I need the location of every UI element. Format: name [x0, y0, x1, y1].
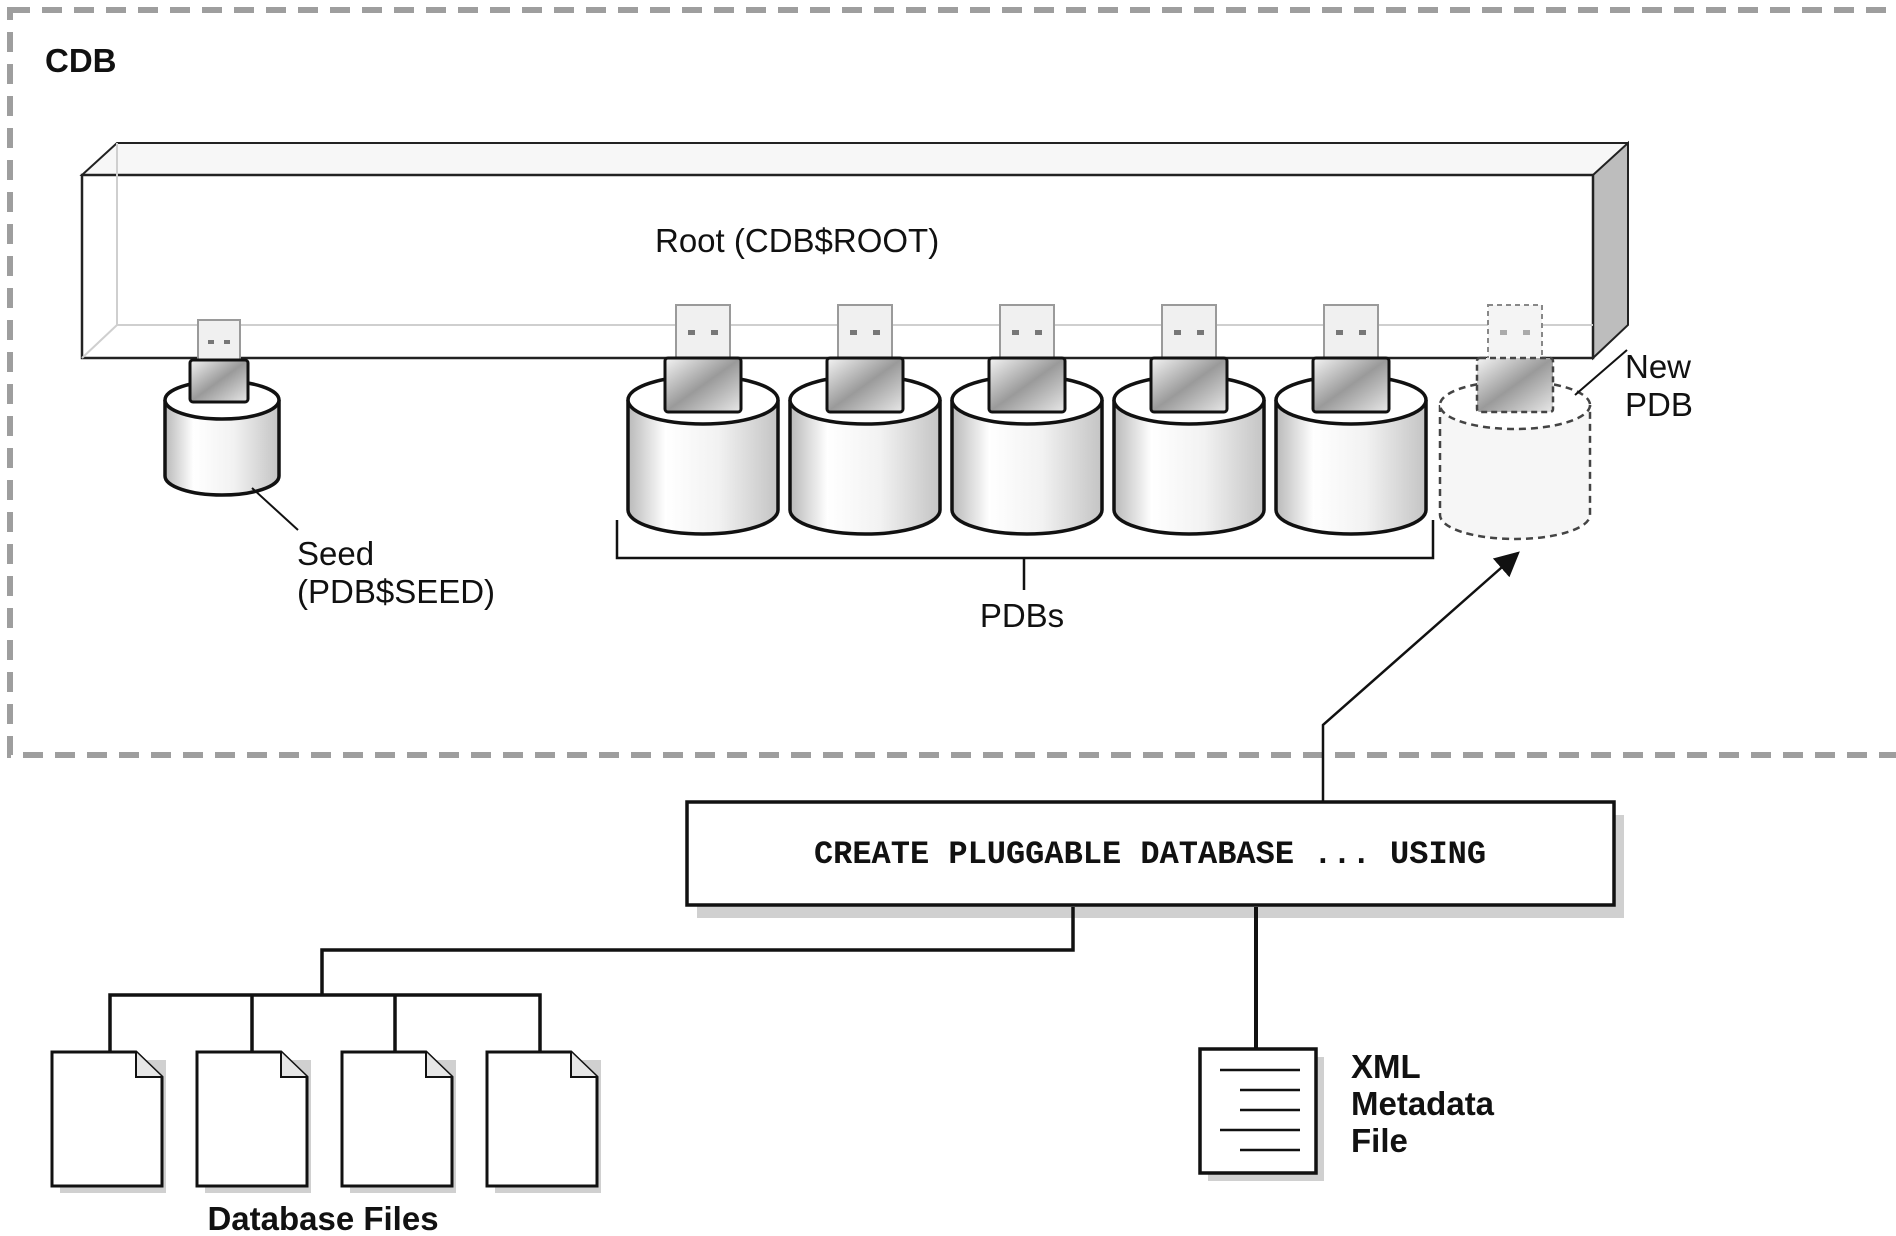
- new-pdb-leader-line: [1574, 349, 1628, 396]
- usb-plug-icon: [1149, 304, 1229, 414]
- cdb-label: CDB: [45, 42, 117, 79]
- new-pdb-database: [1438, 304, 1592, 541]
- database-files-label: Database Files: [207, 1200, 438, 1236]
- document-icon: [50, 1050, 166, 1193]
- seed-leader-line: [251, 487, 299, 531]
- database-files: [50, 1050, 601, 1193]
- usb-plug-icon: [825, 304, 905, 414]
- files-connector: [108, 907, 1075, 1052]
- seed-database: [163, 319, 281, 497]
- command-box: [685, 800, 1616, 907]
- pdbs-bracket: [615, 520, 1435, 590]
- usb-plug-icon: [1311, 304, 1391, 414]
- document-icon: [340, 1050, 456, 1193]
- pdb-database: [1112, 304, 1266, 536]
- xml-metadata-label: XML Metadata File: [1351, 1048, 1503, 1159]
- xml-document-icon: [1198, 1047, 1324, 1181]
- cdb-container: [7, 7, 1896, 758]
- pdb-database: [1274, 304, 1428, 536]
- root-label: Root (CDB$ROOT): [655, 222, 939, 259]
- pdb-group: [626, 304, 1428, 536]
- command-text: CREATE PLUGGABLE DATABASE ... USING: [814, 836, 1486, 873]
- pdbs-label: PDBs: [980, 597, 1064, 634]
- seed-label: Seed (PDB$SEED): [297, 535, 495, 610]
- document-icon: [195, 1050, 311, 1193]
- document-icon: [485, 1050, 601, 1193]
- usb-plug-icon: [1475, 304, 1555, 414]
- pdb-database: [950, 304, 1104, 536]
- usb-plug-icon: [188, 319, 250, 404]
- usb-plug-icon: [663, 304, 743, 414]
- pdb-database: [788, 304, 942, 536]
- usb-plug-icon: [987, 304, 1067, 414]
- arrow-icon: [1321, 551, 1520, 802]
- pdb-database: [626, 304, 780, 536]
- new-pdb-label: New PDB: [1625, 348, 1700, 423]
